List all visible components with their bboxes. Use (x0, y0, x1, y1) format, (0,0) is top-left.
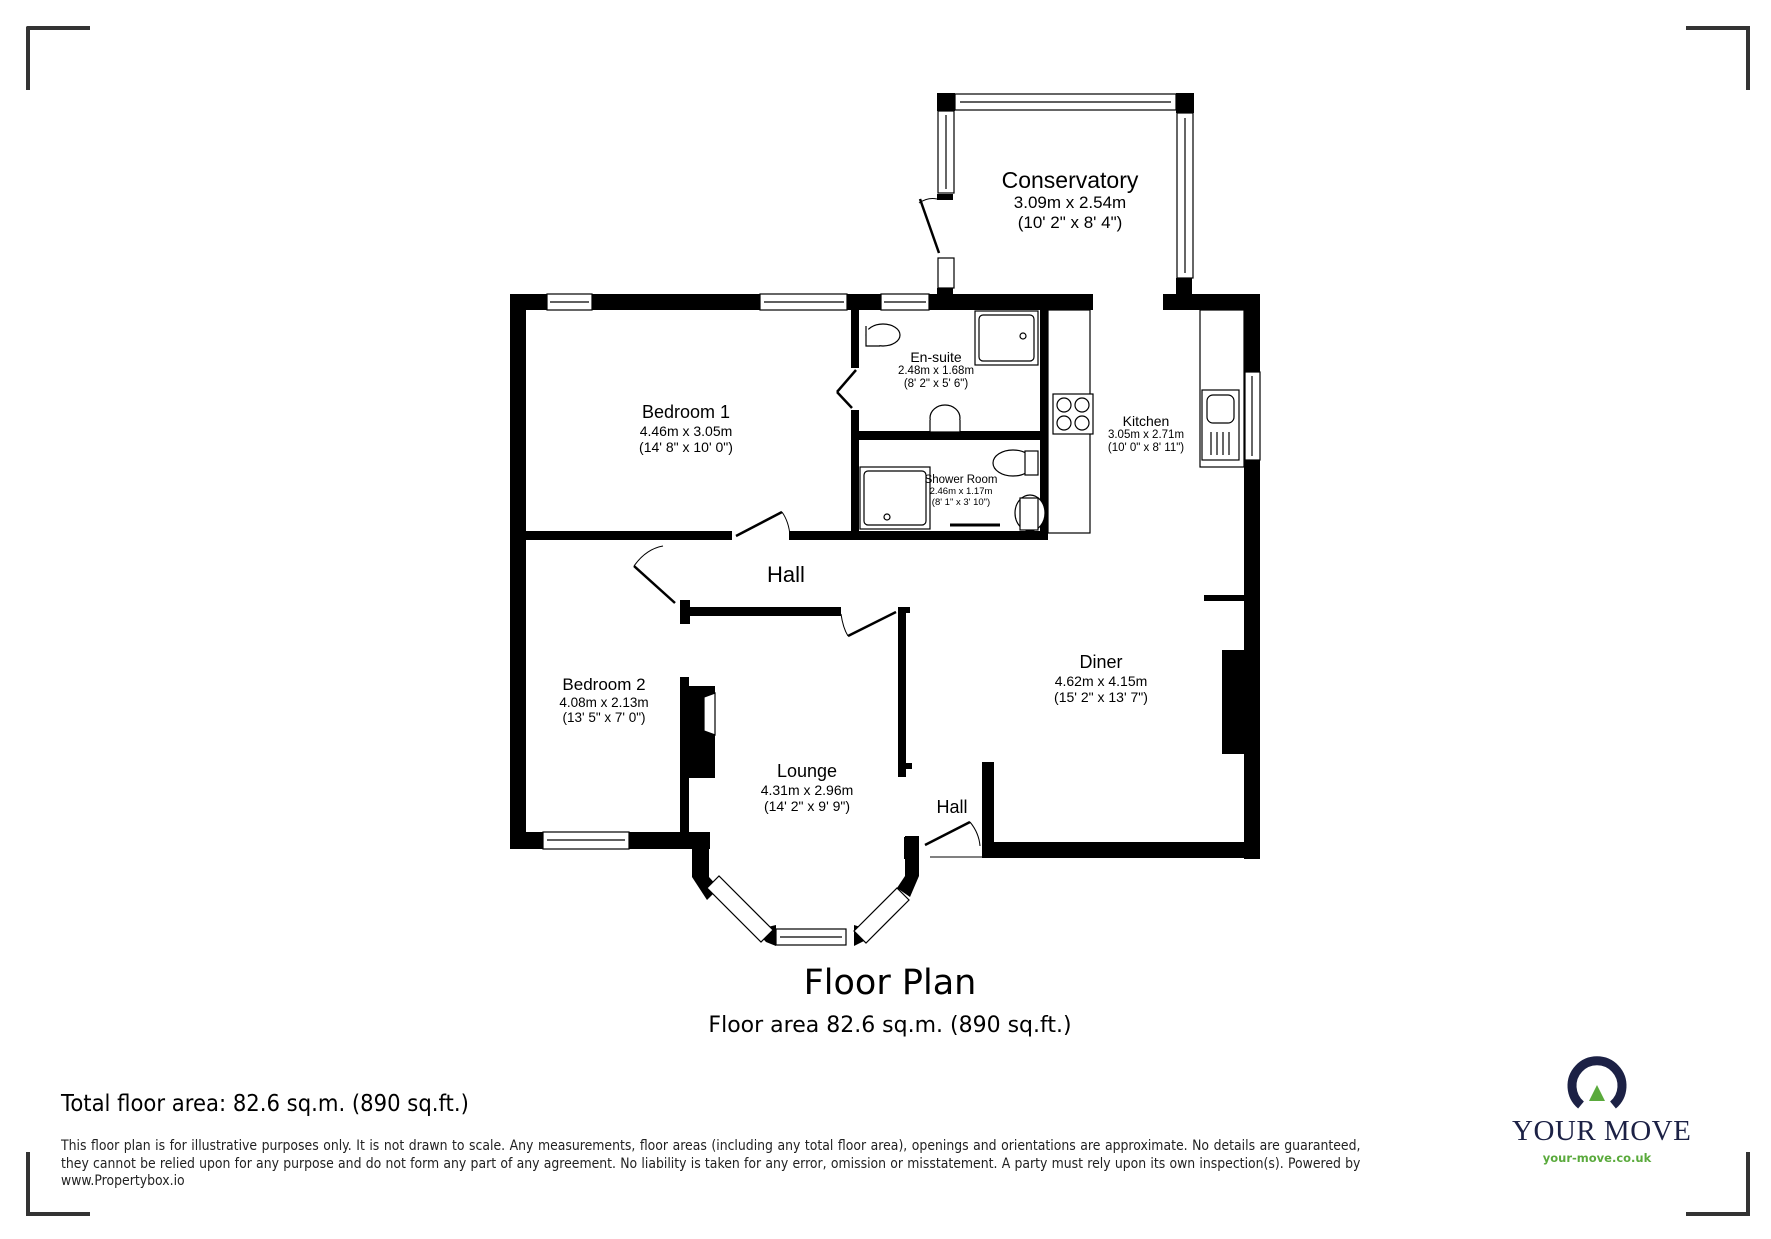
logo-brand-text: YOUR MOVE (1512, 1115, 1692, 1147)
room-hall-upper: Hall (767, 562, 805, 587)
crop-mark-top-left (26, 26, 90, 90)
your-move-logo: YOUR MOVE your-move.co.uk (1512, 1055, 1692, 1165)
room-name: Bedroom 2 (562, 675, 646, 694)
logo-url-text: your-move.co.uk (1542, 1151, 1652, 1165)
room-name: Kitchen (1122, 413, 1170, 429)
room-shower-room: Shower Room 2.46m x 1.17m (8' 1" x 3' 10… (925, 474, 998, 509)
crop-mark-bottom-left (26, 1152, 90, 1216)
plan-title: Floor Plan (803, 963, 977, 1003)
room-bedroom-1: Bedroom 1 4.46m x 3.05m (14' 8" x 10' 0"… (639, 402, 733, 455)
total-floor-area: Total floor area: 82.6 sq.m. (890 sq.ft.… (61, 1091, 469, 1117)
room-imperial: (15' 2" x 13' 7") (1054, 688, 1148, 705)
room-metric: 4.08m x 2.13m (559, 694, 649, 710)
room-imperial: (8' 2" x 5' 6") (903, 378, 969, 391)
room-name: En-suite (910, 349, 962, 365)
room-name: Conservatory (1001, 167, 1139, 193)
room-imperial: (13' 5" x 7' 0") (562, 710, 646, 726)
room-metric: 4.62m x 4.15m (1054, 672, 1148, 689)
room-imperial: (10' 0" x 8' 11") (1107, 442, 1185, 455)
crop-mark-bottom-right (1686, 1152, 1750, 1216)
room-en-suite: En-suite 2.48m x 1.68m (8' 2" x 5' 6") (898, 349, 974, 392)
room-bedroom-2: Bedroom 2 4.08m x 2.13m (13' 5" x 7' 0") (559, 675, 648, 726)
fixtures (703, 309, 1245, 736)
room-metric: 2.48m x 1.68m (897, 365, 975, 378)
room-name: Bedroom 1 (641, 402, 731, 422)
room-metric: 4.46m x 3.05m (639, 422, 733, 439)
room-imperial: (10' 2" x 8' 4") (1017, 212, 1123, 232)
room-lounge: Lounge 4.31m x 2.96m (14' 2" x 9' 9") (761, 761, 854, 814)
room-imperial: (14' 2" x 9' 9") (763, 797, 851, 814)
room-name: Lounge (776, 761, 838, 781)
room-metric: 3.09m x 2.54m (1013, 193, 1127, 213)
room-metric: 4.31m x 2.96m (760, 781, 854, 798)
room-conservatory: Conservatory 3.09m x 2.54m (10' 2" x 8' … (1002, 167, 1139, 233)
room-kitchen: Kitchen 3.05m x 2.71m (10' 0" x 8' 11") (1108, 413, 1184, 456)
room-diner: Diner 4.62m x 4.15m (15' 2" x 13' 7") (1054, 652, 1148, 705)
room-name: Shower Room (924, 474, 998, 486)
disclaimer-text: This floor plan is for illustrative purp… (61, 1138, 1361, 1189)
plan-floor-area: Floor area 82.6 sq.m. (890 sq.ft.) (708, 1013, 1072, 1038)
windows (542, 93, 1261, 946)
room-metric: 2.46m x 1.17m (929, 486, 993, 498)
room-imperial: (8' 1" x 3' 10") (931, 497, 991, 509)
logo-mark-icon (1567, 1056, 1627, 1109)
room-imperial: (14' 8" x 10' 0") (639, 438, 733, 455)
doors (633, 198, 1000, 858)
room-hall-lower: Hall (936, 797, 968, 817)
crop-mark-top-right (1686, 26, 1750, 90)
room-metric: 3.05m x 2.71m (1107, 429, 1185, 442)
room-name: Diner (1079, 652, 1123, 672)
